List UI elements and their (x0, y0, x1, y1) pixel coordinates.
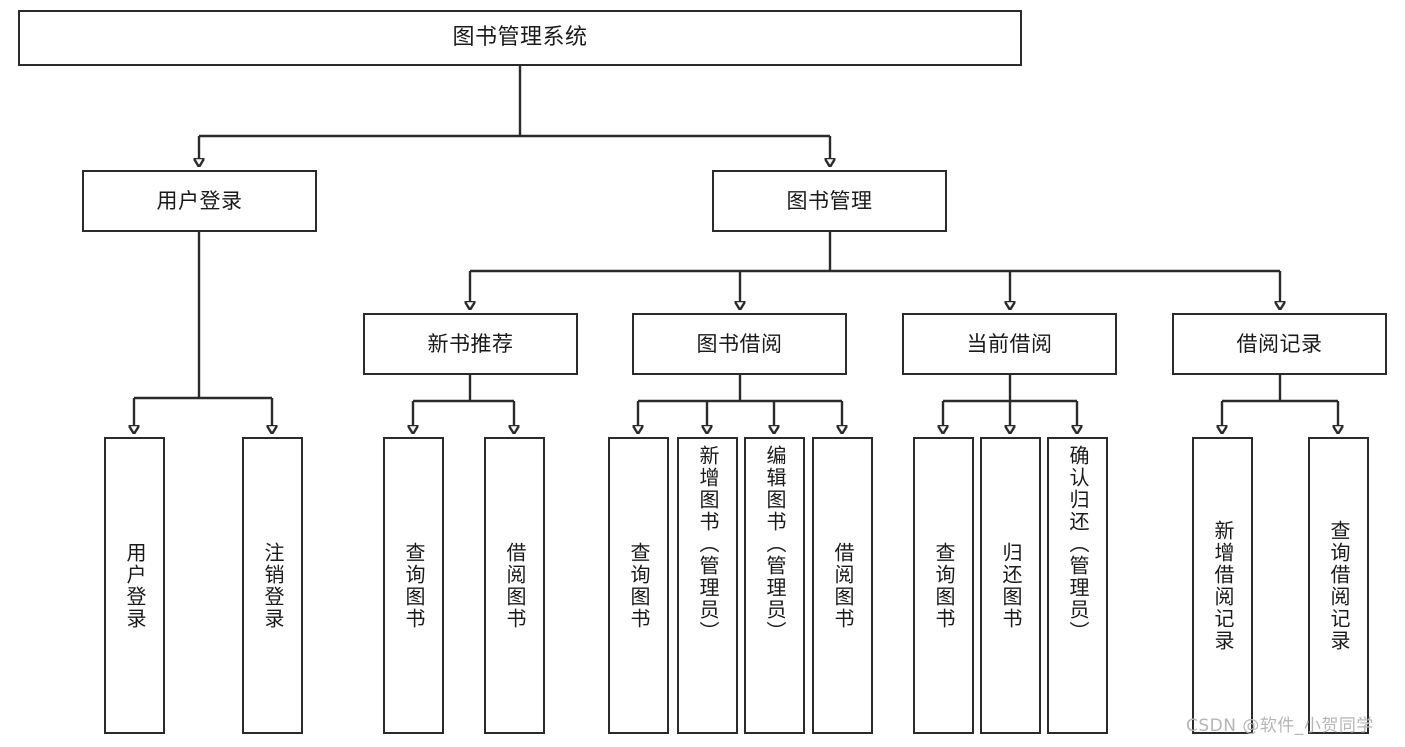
leaf-user-login[interactable]: 用户登录 (104, 437, 165, 734)
node-book-management[interactable]: 图书管理 (712, 170, 947, 232)
node-label: 用户登录 (123, 541, 147, 630)
leaf-query-book-borrow[interactable]: 查询图书 (608, 437, 669, 734)
node-new-book-recommend[interactable]: 新书推荐 (363, 313, 578, 375)
leaf-add-borrow-record[interactable]: 新增借阅记录 (1192, 437, 1253, 734)
node-label: 注销登录 (261, 541, 285, 630)
node-label: 借阅图书 (503, 541, 527, 630)
node-label: 借阅记录 (1236, 331, 1323, 356)
node-label: 新书推荐 (427, 331, 514, 356)
node-label: 新增借阅记录 (1211, 519, 1235, 652)
leaf-confirm-return-admin[interactable]: 确认归还（管理员） (1047, 437, 1108, 734)
node-label: 归还图书 (999, 541, 1023, 630)
node-label: 图书借阅 (696, 331, 783, 356)
node-book-borrow[interactable]: 图书借阅 (632, 313, 847, 375)
csdn-watermark: CSDN @软件_小贺同学 (1186, 716, 1374, 736)
leaf-borrow-book-recommend[interactable]: 借阅图书 (484, 437, 545, 734)
node-label: 用户登录 (156, 188, 243, 213)
leaf-query-book-current[interactable]: 查询图书 (913, 437, 974, 734)
leaf-query-borrow-record[interactable]: 查询借阅记录 (1308, 437, 1369, 734)
node-current-borrow[interactable]: 当前借阅 (902, 313, 1117, 375)
node-user-login[interactable]: 用户登录 (82, 170, 317, 232)
node-label: 图书管理 (786, 188, 873, 213)
node-label: 新增图书（管理员） (696, 445, 720, 643)
leaf-borrow-book[interactable]: 借阅图书 (812, 437, 873, 734)
node-root-system[interactable]: 图书管理系统 (18, 10, 1022, 66)
node-label: 查询图书 (627, 541, 651, 630)
node-label: 图书管理系统 (452, 25, 588, 51)
node-label: 查询图书 (402, 541, 426, 630)
node-label: 编辑图书（管理员） (763, 445, 787, 643)
leaf-return-book[interactable]: 归还图书 (980, 437, 1041, 734)
leaf-logout[interactable]: 注销登录 (242, 437, 303, 734)
node-label: 当前借阅 (966, 331, 1053, 356)
leaf-edit-book-admin[interactable]: 编辑图书（管理员） (744, 437, 805, 734)
leaf-query-book-recommend[interactable]: 查询图书 (383, 437, 444, 734)
node-label: 借阅图书 (831, 541, 855, 630)
node-borrow-record[interactable]: 借阅记录 (1172, 313, 1387, 375)
node-label: 查询借阅记录 (1327, 519, 1351, 652)
node-label: 查询图书 (932, 541, 956, 630)
node-label: 确认归还（管理员） (1066, 445, 1090, 643)
leaf-add-book-admin[interactable]: 新增图书（管理员） (677, 437, 738, 734)
